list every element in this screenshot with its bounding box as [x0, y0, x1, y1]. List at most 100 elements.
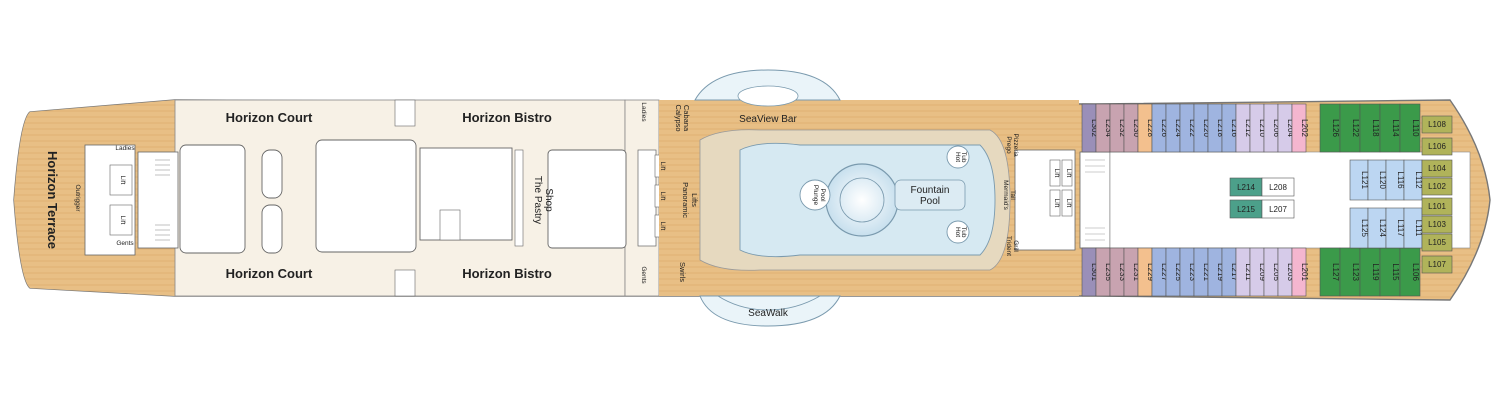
seawalk-label: SeaWalk	[748, 308, 789, 319]
cabin-l207[interactable]	[1261, 199, 1295, 219]
plunge-pool-label-2: Pool	[819, 188, 826, 202]
pastry-shop-label-2: Shop	[543, 188, 554, 212]
cabin-label: L215	[1237, 205, 1255, 214]
cabin-label: L234	[1104, 119, 1113, 137]
pastry-shop-label: The Pastry	[532, 176, 543, 224]
calypso-cabana-label: Calypso	[674, 104, 683, 131]
cabin-label: L119	[1371, 263, 1380, 281]
outrigger-label: Outrigger	[74, 184, 81, 212]
trident-grill-label: Trident	[1005, 236, 1012, 256]
cabin-l108[interactable]	[1421, 115, 1453, 134]
door-icon	[394, 269, 416, 297]
seawalk-path	[717, 295, 821, 311]
cabin-l101[interactable]	[1421, 197, 1453, 216]
cabin-label: L218	[1216, 119, 1225, 137]
cabin-label: L224	[1174, 119, 1183, 137]
seaview-bar-bubble	[694, 69, 841, 101]
cabin-label: L125	[1360, 219, 1369, 237]
hot-tub-top	[946, 145, 970, 169]
cabin-label: L206	[1272, 119, 1281, 137]
cabin-l201[interactable]	[1291, 247, 1307, 297]
cabin-label: L202	[1300, 119, 1309, 137]
cabin-label: L101	[1428, 202, 1446, 211]
hot-tub-bottom	[946, 220, 970, 244]
forward-stair-lines	[1085, 159, 1105, 241]
cabin-label: L222	[1188, 119, 1197, 137]
lift-label: Lift	[1053, 169, 1060, 178]
cabin-label: L220	[1202, 119, 1211, 137]
cabin-label: L201	[1300, 263, 1309, 281]
lift-label: Lift	[659, 222, 666, 231]
cabin-label: L302	[1090, 119, 1099, 137]
cabin-label: L228	[1146, 119, 1155, 137]
cabin-label: L124	[1378, 219, 1387, 237]
cabin-label: L121	[1360, 171, 1369, 189]
lift-label: Lift	[119, 216, 126, 225]
cabin-label: L118	[1371, 119, 1380, 137]
buffet-counter	[261, 149, 283, 199]
cabin-label: L221	[1202, 263, 1211, 281]
cabin-l104[interactable]	[1421, 159, 1453, 178]
cabin-label: L227	[1160, 263, 1169, 281]
cabin-l103[interactable]	[1421, 215, 1453, 234]
cabin-label: L105	[1428, 238, 1446, 247]
ladies-fwd-label: Ladies	[115, 145, 135, 152]
lift-shaft	[109, 164, 133, 196]
mermaids-tail-label-2: Tail	[1009, 190, 1016, 200]
fountain-pool-circle	[839, 177, 885, 223]
cabin-label: L225	[1174, 263, 1183, 281]
cabin-label: L205	[1272, 263, 1281, 281]
seaview-bar-counter	[737, 85, 799, 107]
cabin-label: L117	[1396, 219, 1405, 237]
horizon-terrace-label: Horizon Terrace	[45, 151, 60, 249]
horizon-court-label-top: Horizon Court	[226, 110, 313, 125]
buffet-counter	[261, 204, 283, 254]
lift-shaft	[109, 204, 133, 236]
cabin-l107[interactable]	[1421, 255, 1453, 274]
horizon-bistro-label-top: Horizon Bistro	[462, 110, 552, 125]
plunge-pool-label: Plunge	[812, 185, 819, 206]
cabin-label: L108	[1428, 120, 1446, 129]
horizon-court-label-bottom: Horizon Court	[226, 266, 313, 281]
lift-label: Lift	[659, 192, 666, 201]
cabin-label: L122	[1351, 119, 1360, 137]
cabin-label: L223	[1188, 263, 1197, 281]
cabin-label: L112	[1414, 171, 1423, 189]
mid-lift-block	[637, 149, 657, 247]
cabin-label: L209	[1258, 263, 1267, 281]
cabin-l106[interactable]	[1421, 137, 1453, 156]
cabin-l110[interactable]	[1399, 103, 1421, 153]
ladies-mid-label: Ladies	[640, 102, 647, 122]
cabin-label: L114	[1391, 119, 1400, 137]
cabin-label: L107	[1428, 260, 1446, 269]
buffet-counter	[179, 144, 246, 254]
cabin-label: L123	[1351, 263, 1360, 281]
cabin-l102[interactable]	[1421, 177, 1453, 196]
gents-mid-label: Gents	[640, 266, 647, 284]
cabin-l202[interactable]	[1291, 103, 1307, 153]
cabin-l105[interactable]	[1421, 233, 1453, 252]
cabin-label: L211	[1244, 263, 1253, 281]
fountain-pool-label-2: Pool	[920, 196, 940, 207]
cabin-label: L232	[1118, 119, 1127, 137]
cabin-label: L212	[1244, 119, 1253, 137]
horizon-bistro-label-bottom: Horizon Bistro	[462, 266, 552, 281]
panoramic-lifts-label-2: Lifts	[690, 193, 699, 207]
cabin-label: L106	[1428, 142, 1446, 151]
lift-label: Lift	[1065, 199, 1072, 208]
cabin-label: L226	[1160, 119, 1169, 137]
panoramic-lifts-label: Panoramic	[681, 182, 690, 218]
cabin-label: L207	[1269, 205, 1287, 214]
hot-tub-top-label: Hot	[954, 152, 961, 162]
cabin-label: L216	[1230, 119, 1239, 137]
door-icon	[394, 99, 416, 127]
cabin-label: L231	[1132, 263, 1141, 281]
cabin-l208[interactable]	[1261, 177, 1295, 197]
forward-lift-shafts	[1049, 159, 1073, 217]
prego-pizzeria-label-2: Pizzeria	[1012, 133, 1019, 157]
